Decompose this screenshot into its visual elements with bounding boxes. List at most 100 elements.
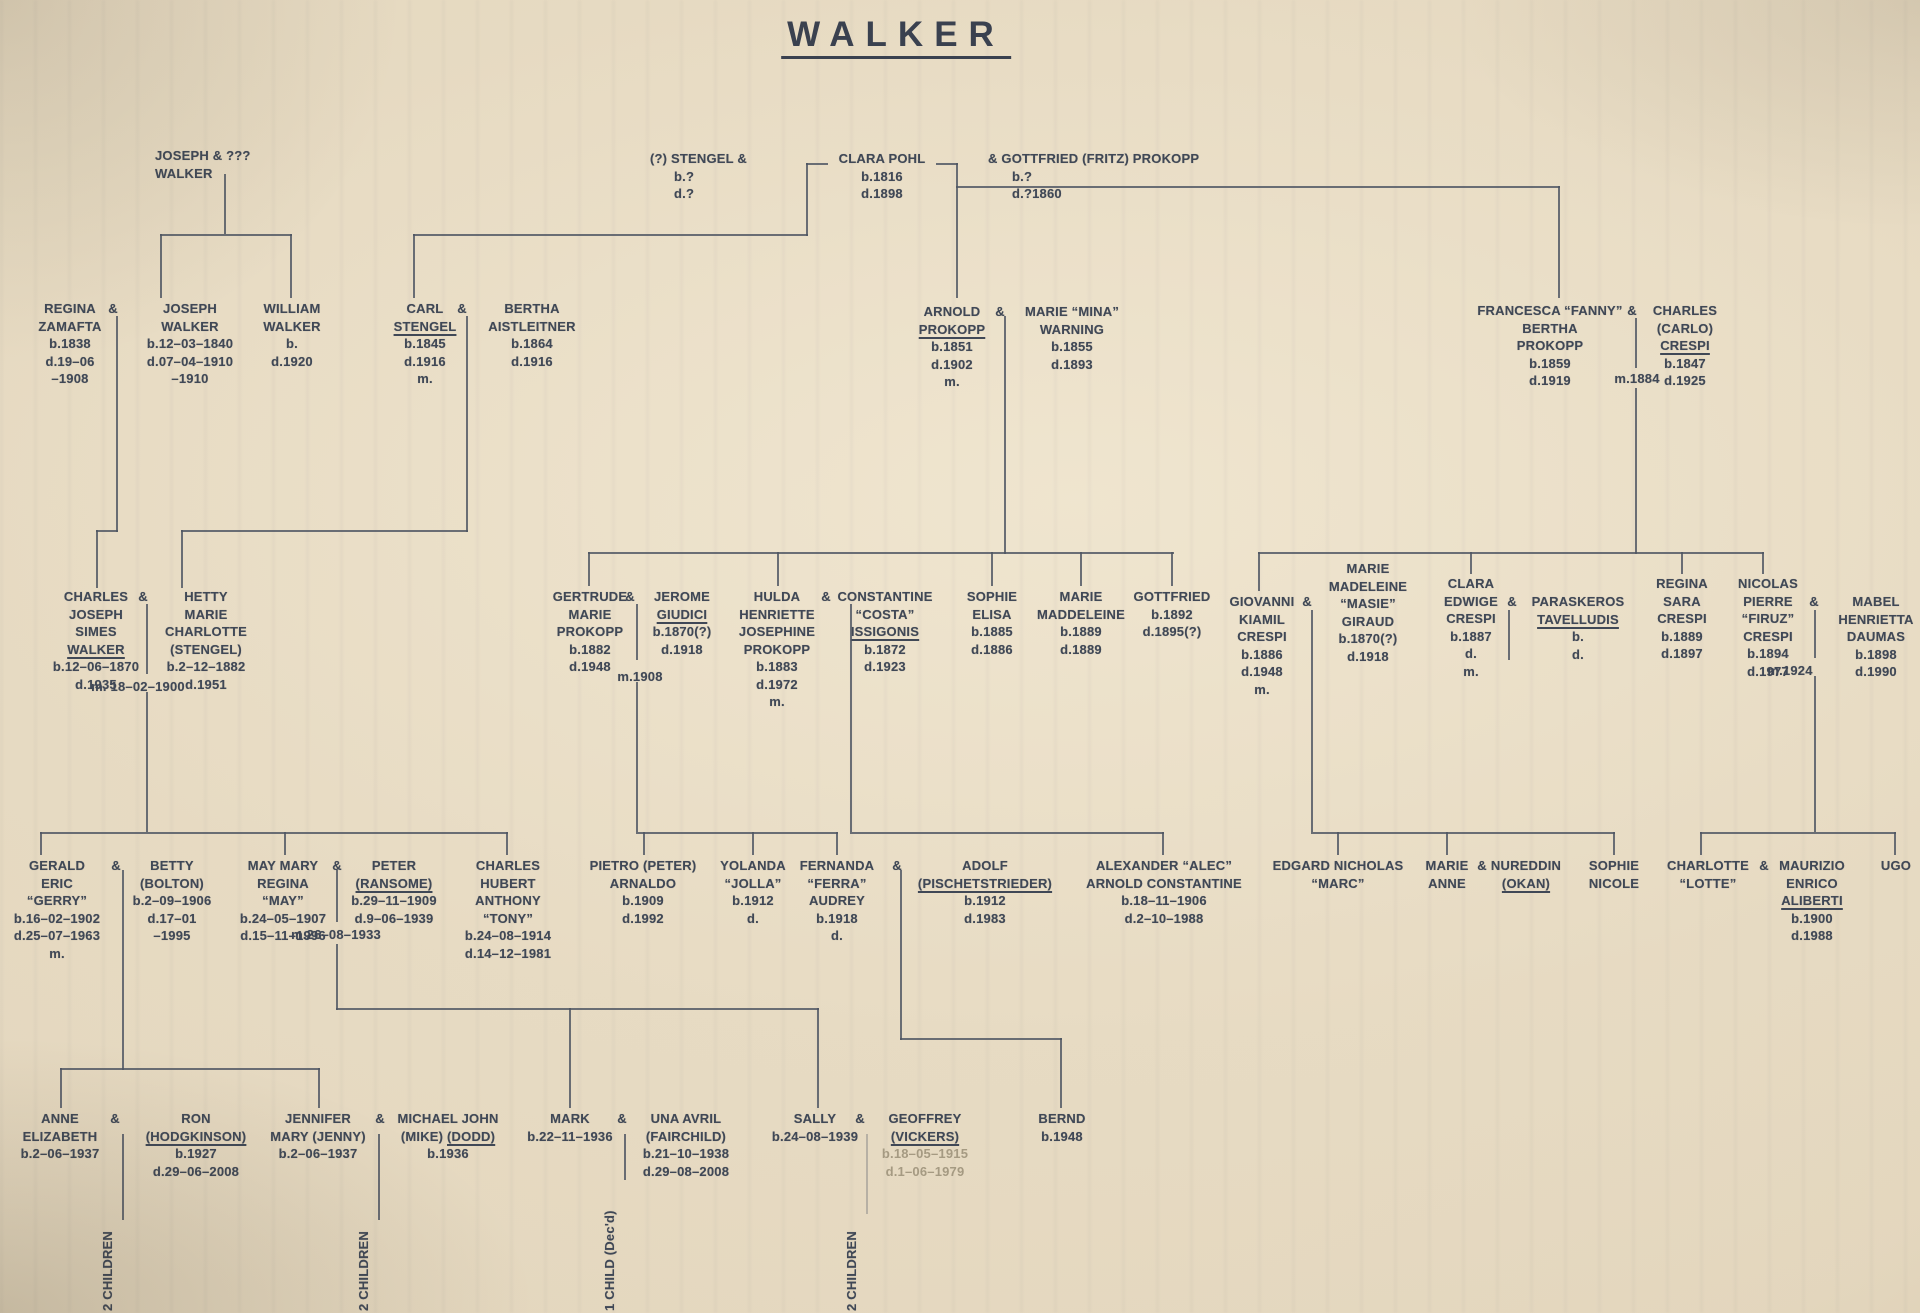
- person-text-line: ALIBERTI: [1781, 893, 1843, 909]
- person-text-line: “FERRA”: [807, 875, 867, 891]
- person-text-line: d.1916: [404, 353, 446, 369]
- connector-line: [588, 552, 590, 586]
- person-text-line: b.1845: [404, 336, 446, 352]
- person-text-line: b.: [286, 336, 298, 352]
- connector-line: [1508, 610, 1510, 660]
- person-text-line: &: [1809, 594, 1819, 609]
- person-text-line: d.1972: [756, 676, 798, 692]
- ampersand: &: [375, 1110, 385, 1128]
- person-text-line: d.1990: [1855, 664, 1897, 680]
- connector-line: [1762, 552, 1764, 574]
- person-text-line: m.: [944, 374, 960, 390]
- connector-line: [60, 1068, 62, 1108]
- person-text-line: m. 18–02–1900: [91, 679, 185, 694]
- person-text-line: &: [995, 304, 1005, 319]
- connector-line: [96, 530, 118, 532]
- person-text-line: JOSEPH & ???: [155, 148, 251, 163]
- person-text-line: ARNOLD: [923, 304, 981, 319]
- person-text-line: MARIE: [1346, 561, 1390, 576]
- person-text-line: b.24–08–1914: [464, 928, 552, 944]
- connector-line: [1060, 1038, 1062, 1108]
- person-text-line: MAURIZIO: [1779, 858, 1845, 873]
- person-text-line: AISTLEITNER: [488, 318, 576, 334]
- person-text-line: CHARLES: [63, 589, 129, 604]
- person-text-line: BERTHA: [504, 301, 560, 316]
- person-text-line: b.1909: [622, 893, 664, 909]
- connector-line: [956, 163, 958, 298]
- person-text-line: d.1902: [931, 356, 973, 372]
- ampersand: &: [1627, 302, 1637, 320]
- person-text-line: REGINA: [257, 875, 309, 891]
- person-text-line: MARK: [550, 1111, 590, 1126]
- children-count-label: 2 CHILDREN: [356, 1230, 371, 1311]
- person-text-line: d.1886: [971, 641, 1013, 657]
- connector-line: [146, 604, 148, 674]
- person-text-line: b.16–02–1902: [13, 910, 101, 926]
- connector-line: [1311, 832, 1615, 834]
- connector-line: [146, 692, 148, 832]
- person-text-line: m.: [769, 694, 785, 710]
- person-text-line: GOTTFRIED: [1133, 589, 1211, 604]
- person-text-line: NUREDDIN: [1490, 858, 1562, 873]
- connector-line: [413, 234, 808, 236]
- person-text-line: “GERRY”: [26, 893, 88, 909]
- person-text-line: ANNE: [41, 1111, 79, 1126]
- person-text-line: CHARLOTTE: [1667, 858, 1749, 873]
- person-text-line: b.18–11–1906: [1121, 893, 1207, 909]
- connector-line: [224, 174, 226, 234]
- person-text-line: b.1912: [964, 893, 1006, 909]
- connector-line: [160, 234, 162, 298]
- person-text-line: CHARLES: [475, 858, 541, 873]
- marriage-note: m.1908: [617, 668, 662, 686]
- person-ugo: UGO: [1881, 857, 1911, 875]
- person-text-line: NICOLAS: [1738, 576, 1798, 591]
- person-text-line: PROKOPP: [918, 321, 986, 337]
- connector-line: [806, 163, 808, 236]
- person-text-line: b.1936: [427, 1146, 469, 1162]
- person-text-line: &: [1627, 303, 1637, 318]
- person-text-line: d.?: [674, 186, 695, 202]
- person-text-line: CLARA POHL: [838, 151, 926, 166]
- connector-line: [1700, 832, 1896, 834]
- person-text-line: FRANCESCA “FANNY”: [1477, 303, 1623, 318]
- person-text-line: (OKAN): [1501, 875, 1551, 891]
- person-text-line: DAUMAS: [1846, 629, 1906, 645]
- connector-line: [1080, 552, 1082, 586]
- person-text-line: “MASIE”: [1340, 596, 1396, 612]
- person-text-line: CONSTANTINE: [837, 589, 933, 604]
- person-text-line: BERTHA: [1522, 320, 1578, 336]
- person-text-line: “LOTTE”: [1679, 875, 1737, 891]
- person-text-line: d.14–12–1981: [464, 945, 552, 961]
- connector-line: [96, 530, 98, 588]
- person-text-line: b.1889: [1661, 628, 1703, 644]
- person-text-line: &: [375, 1111, 385, 1126]
- person-text-line: b.1816: [861, 168, 903, 184]
- person-text-line: MADELEINE: [1328, 578, 1408, 594]
- person-text-line: b.2–06–1937: [278, 1146, 358, 1162]
- connector-line: [1681, 552, 1683, 574]
- person-text-line: &: [821, 589, 831, 604]
- person-text-line: JEROME: [653, 589, 711, 604]
- person-text-line: b.1855: [1051, 339, 1093, 355]
- person-text-line: m.: [1463, 663, 1479, 679]
- connector-line: [1337, 832, 1339, 855]
- person-text-line: d.1897: [1661, 646, 1703, 662]
- person-text-line: JOSEPHINE: [738, 624, 816, 640]
- person-text-line: &: [110, 1111, 120, 1126]
- person-text-line: YOLANDA: [720, 858, 786, 873]
- person-text-line: &: [1507, 594, 1517, 609]
